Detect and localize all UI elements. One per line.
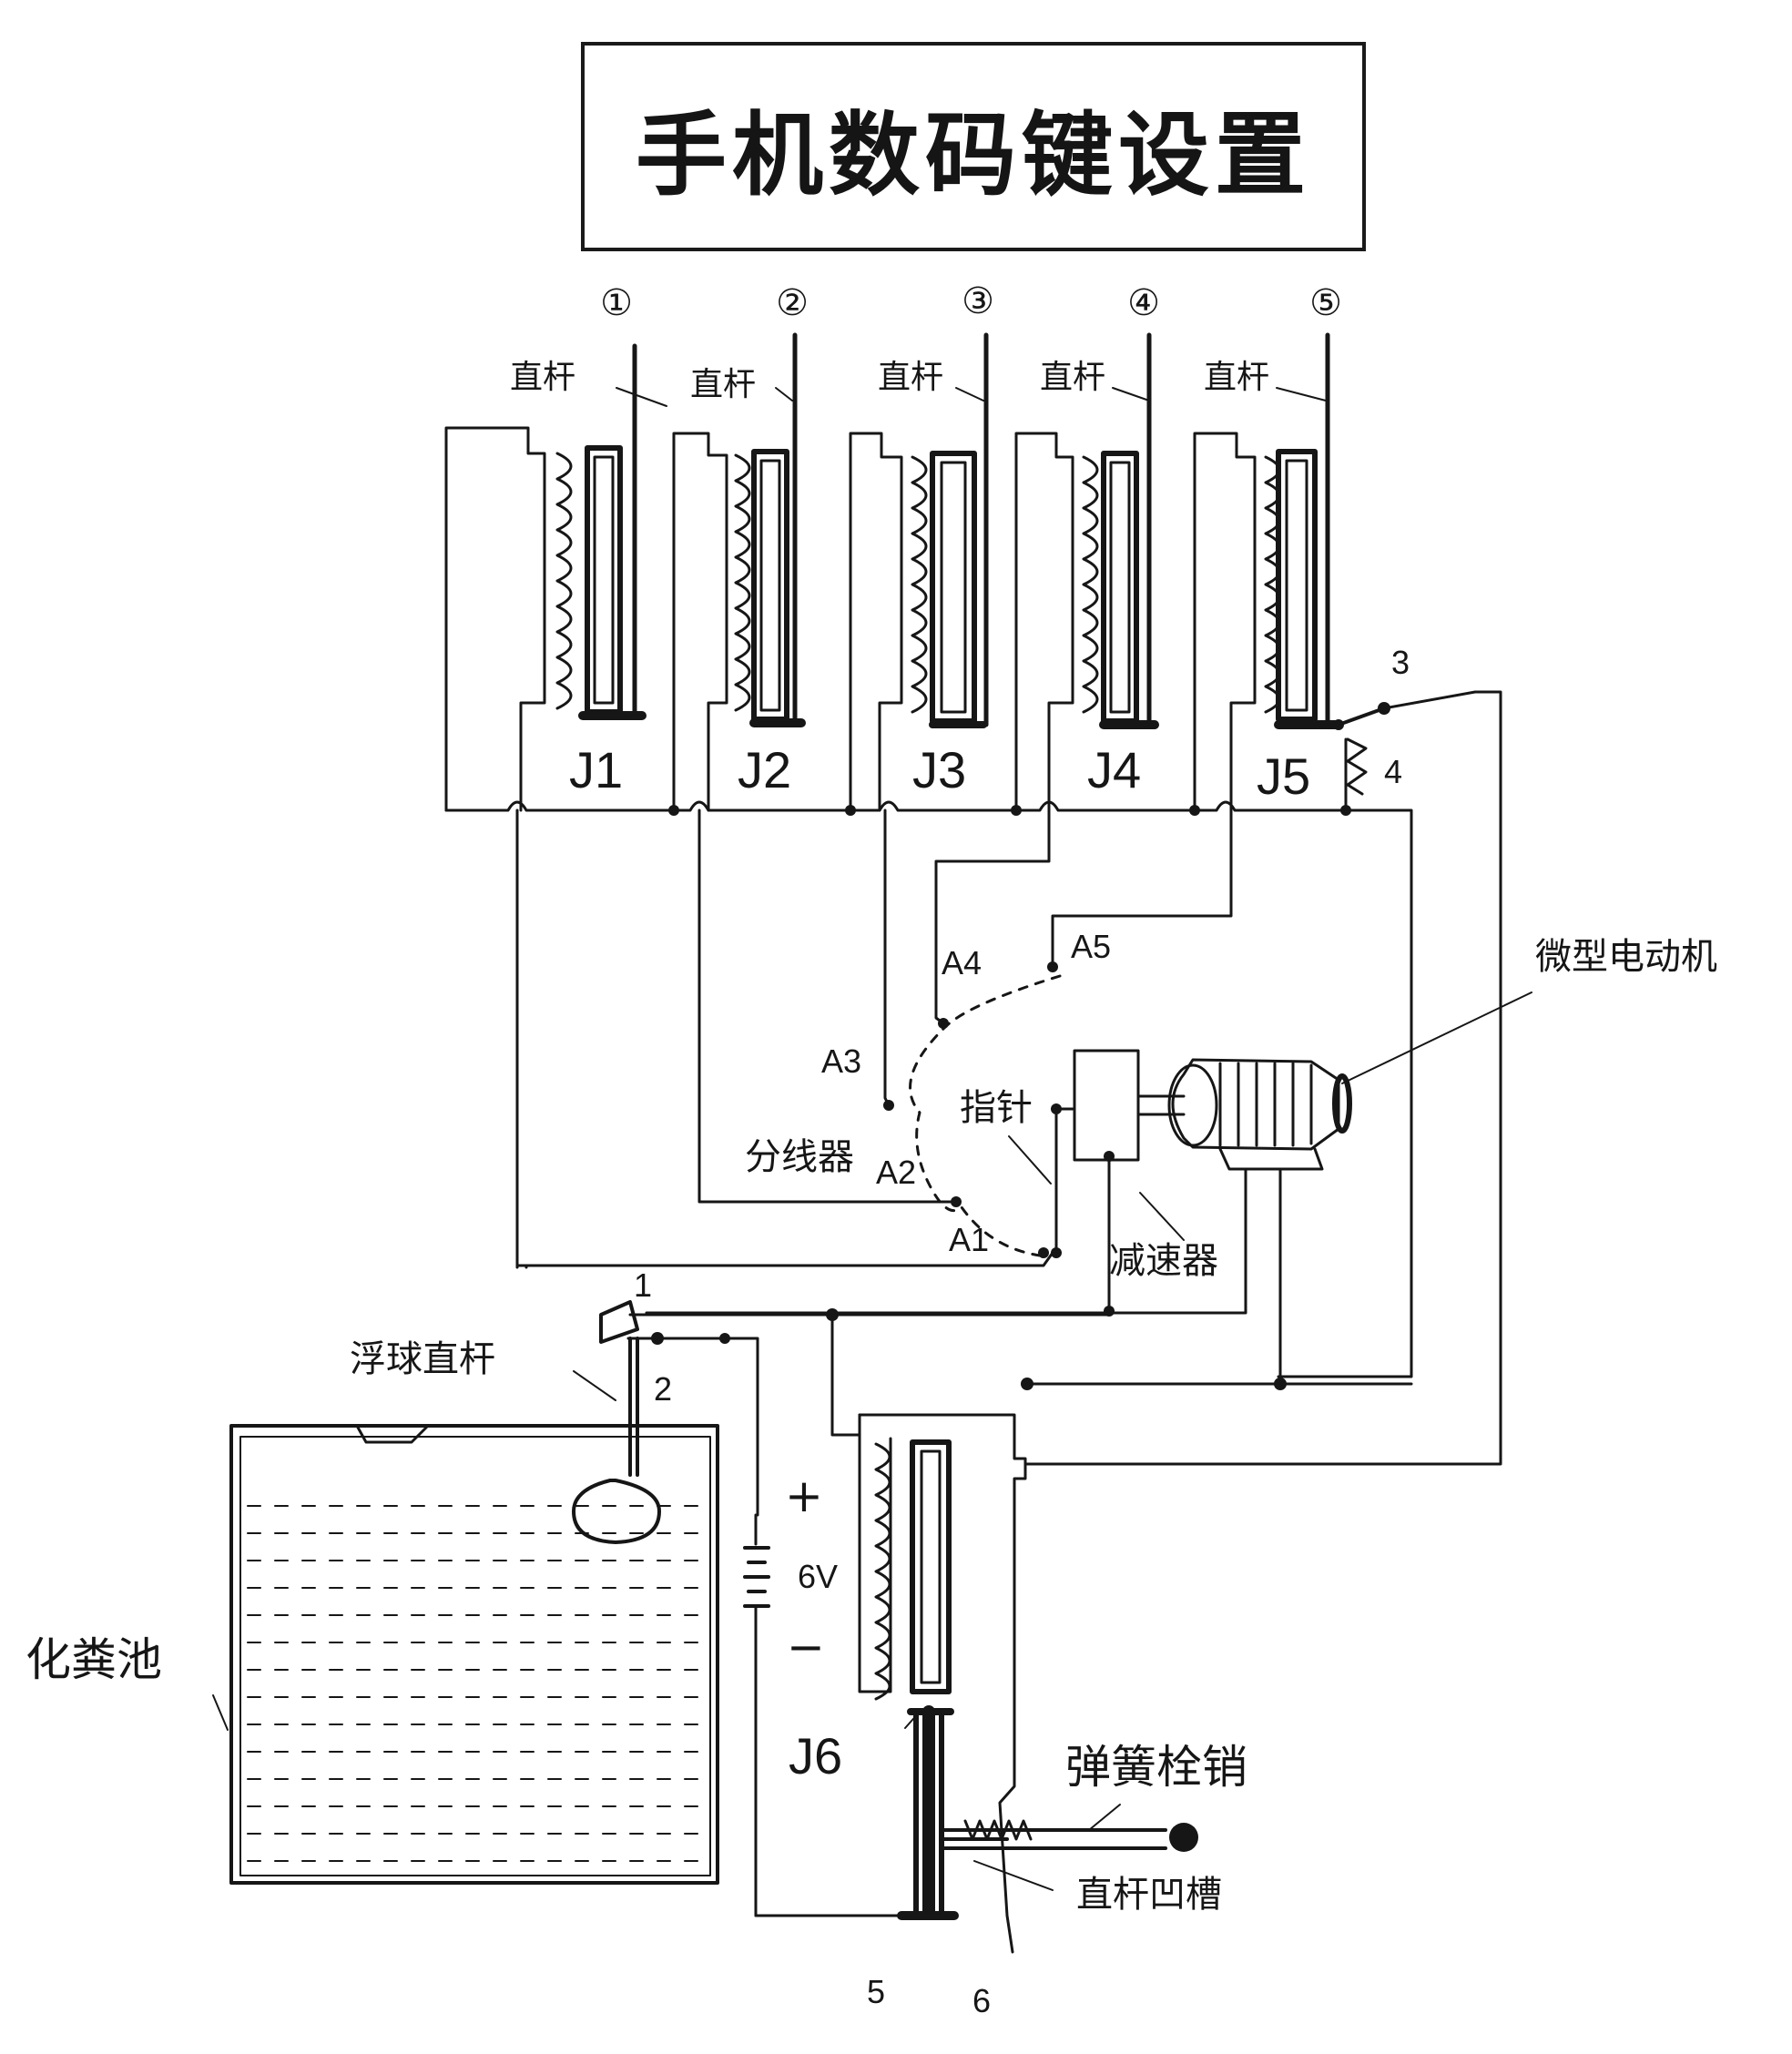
- relay-label-j5: J5: [1257, 747, 1310, 805]
- motor-label: 微型电动机: [1535, 936, 1717, 978]
- relay-label-j3: J3: [912, 741, 966, 798]
- relay-bus-line: [444, 800, 1413, 1378]
- title-box: 手机数码键设置: [581, 42, 1366, 251]
- reducer-label: 减速器: [1109, 1240, 1218, 1282]
- battery-minus: −: [787, 1621, 825, 1673]
- contact-label-5: 5: [867, 1973, 885, 2010]
- rod-label-2: 直杆: [690, 366, 756, 403]
- septic-tank: [229, 1424, 719, 1885]
- battery-plus: +: [785, 1469, 823, 1522]
- relay-j2: [672, 332, 806, 812]
- wire-j2-a2: [697, 808, 958, 1204]
- distributor-pointer: [1054, 1107, 1074, 1255]
- wire-j3-a3: [883, 808, 891, 1107]
- relay-label-j1: J1: [569, 741, 623, 798]
- relay-j4: [1014, 332, 1159, 812]
- contact-label-6: 6: [972, 1982, 991, 2019]
- septic-tank-label: 化粪池: [25, 1633, 162, 1686]
- relay-label-j4: J4: [1087, 741, 1141, 798]
- wire-contact2: [626, 1337, 759, 1517]
- diagram-title: 手机数码键设置: [636, 101, 1311, 208]
- key-number-4: ④: [1127, 283, 1160, 323]
- rod-groove-label: 直杆凹槽: [1076, 1874, 1222, 1916]
- contact-label-4: 4: [1384, 753, 1402, 790]
- key-number-2: ②: [776, 283, 809, 323]
- battery-voltage: 6V: [798, 1558, 838, 1595]
- contact-label-3: 3: [1391, 644, 1410, 681]
- relay-label-j6: J6: [789, 1727, 842, 1785]
- pointer-label: 指针: [960, 1087, 1033, 1129]
- wire-motor-1: [645, 1167, 1247, 1315]
- spring-latch: [942, 1819, 1167, 1850]
- rod-label-3: 直杆: [878, 359, 943, 396]
- rod-label-5: 直杆: [1204, 359, 1269, 396]
- wire-j4-a4: [934, 808, 1051, 1025]
- wire-contact3: [1023, 690, 1502, 1466]
- distributor-label: 分线器: [745, 1136, 854, 1178]
- terminal-a2: A2: [876, 1154, 916, 1191]
- wire-j6-feed: [830, 1313, 861, 1437]
- wire-j5-a5: [1051, 808, 1233, 969]
- junction-dots: [651, 702, 1390, 1852]
- terminal-a3: A3: [821, 1042, 861, 1080]
- reducer-box: [1073, 1049, 1140, 1162]
- spring-latch-label: 弹簧栓销: [1065, 1741, 1247, 1794]
- micro-motor: [1167, 1058, 1352, 1171]
- float-switch: [572, 1300, 661, 1544]
- relay-label-j2: J2: [738, 741, 791, 798]
- key-number-5: ⑤: [1309, 283, 1342, 323]
- relay-j1: [444, 343, 647, 812]
- terminal-a5: A5: [1071, 928, 1111, 965]
- float-rod-label: 浮球直杆: [350, 1338, 495, 1380]
- relay-j6: [858, 1413, 1027, 1954]
- rod-label-4: 直杆: [1040, 359, 1105, 396]
- wire-j1-a1: [515, 808, 1054, 1267]
- key-number-3: ③: [962, 281, 994, 321]
- relay-j5: [1193, 332, 1386, 812]
- terminal-a4: A4: [942, 944, 982, 981]
- distributor-arc: [909, 974, 1062, 1258]
- terminal-a1: A1: [949, 1221, 989, 1258]
- rod-label-1: 直杆: [510, 359, 575, 396]
- contact-label-2: 2: [654, 1370, 672, 1408]
- key-number-1: ①: [600, 283, 633, 323]
- battery-6v: [743, 1513, 912, 1917]
- relay-j3: [849, 332, 989, 812]
- contact-label-1: 1: [634, 1266, 652, 1304]
